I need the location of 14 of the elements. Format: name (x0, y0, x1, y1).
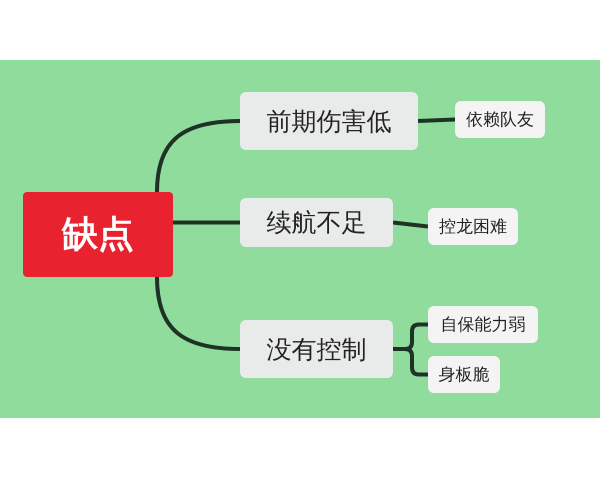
topic-box: 没有控制 (240, 320, 393, 378)
root-box: 缺点 (23, 192, 173, 277)
topic-box: 续航不足 (240, 198, 393, 247)
topic-box: 前期伤害低 (240, 92, 418, 150)
connector-line (155, 119, 240, 192)
subtopic-box: 自保能力弱 (428, 306, 538, 343)
connector-line (392, 220, 428, 228)
subtopic-box: 依赖队友 (455, 101, 545, 138)
subtopic-box: 身板脆 (428, 356, 500, 393)
connector-line (393, 347, 428, 376)
connector-line (418, 118, 456, 123)
connector-line (155, 276, 240, 351)
subtopic-box: 控龙困难 (428, 208, 518, 245)
connector-line (173, 220, 240, 224)
